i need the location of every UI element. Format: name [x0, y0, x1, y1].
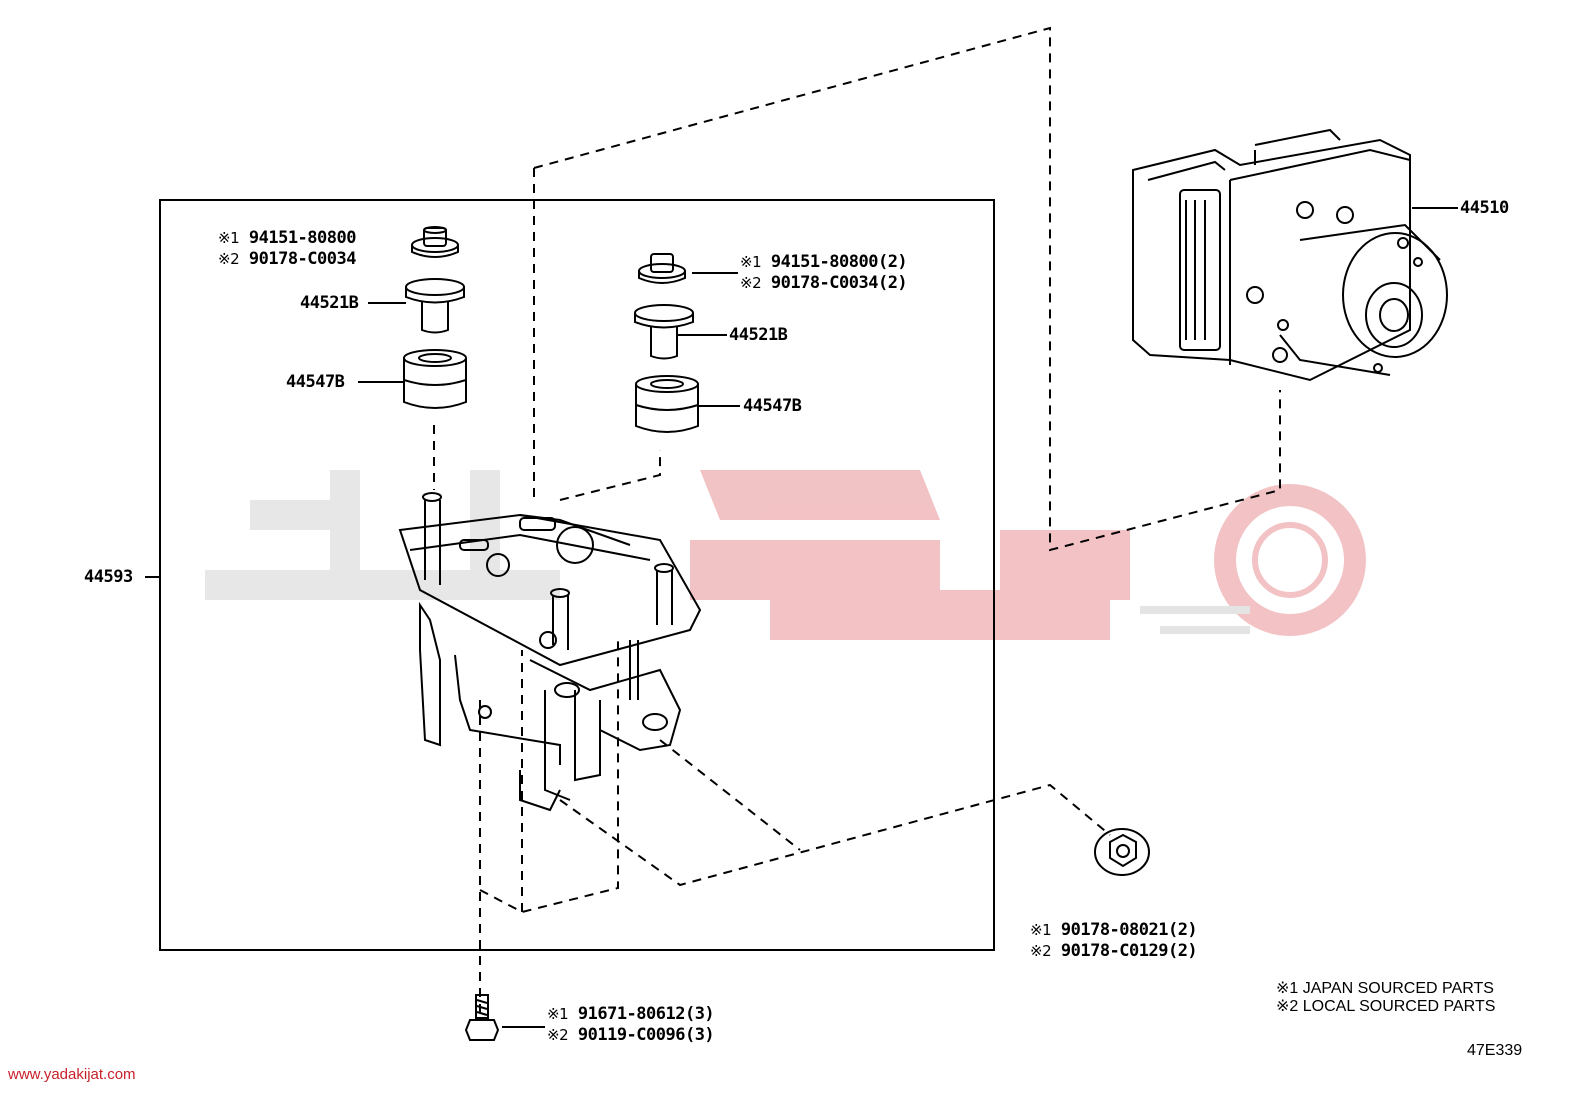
part-number-grommet-right: 44547B — [743, 396, 802, 416]
bracket-frame — [159, 199, 995, 951]
bushing-left — [405, 278, 465, 334]
grommet-left — [403, 349, 467, 409]
part-number-bushing-left: 44521B — [300, 293, 359, 313]
abs-bracket-drawing — [398, 492, 702, 812]
part-number-collar-right-jp: ※1 94151-80800(2) — [740, 252, 908, 272]
part-number-abs-actuator: 44510 — [1460, 198, 1509, 218]
part-number-collar-left-jp: ※1 94151-80800 — [218, 228, 356, 248]
part-number-nut-local: ※2 90178-C0129(2) — [1030, 941, 1198, 961]
part-number-bracket: 44593 — [84, 567, 133, 587]
collar-right — [638, 253, 686, 284]
part-number-grommet-left: 44547B — [286, 372, 345, 392]
part-number-collar-left-local: ※2 90178-C0034 — [218, 249, 356, 269]
part-number-collar-right-local: ※2 90178-C0034(2) — [740, 273, 908, 293]
legend-japan-sourced: ※1 JAPAN SOURCED PARTS — [1276, 980, 1494, 997]
diagram-code: 47E339 — [1467, 1042, 1523, 1059]
part-number-nut-jp: ※1 90178-08021(2) — [1030, 920, 1198, 940]
part-number-bushing-right: 44521B — [729, 325, 788, 345]
grommet-right — [635, 375, 699, 433]
collar-left — [411, 226, 459, 258]
part-number-bolt-local: ※2 90119-C0096(3) — [547, 1025, 715, 1045]
website-link[interactable]: www.yadakijat.com — [8, 1066, 136, 1083]
watermark-logo — [205, 470, 1366, 640]
part-number-bolt-jp: ※1 91671-80612(3) — [547, 1004, 715, 1024]
legend-local-sourced: ※2 LOCAL SOURCED PARTS — [1276, 998, 1496, 1015]
abs-actuator-drawing — [1132, 128, 1448, 382]
flange-nut-drawing — [1094, 828, 1150, 876]
flange-bolt-drawing — [464, 994, 500, 1041]
bushing-right — [634, 304, 694, 360]
